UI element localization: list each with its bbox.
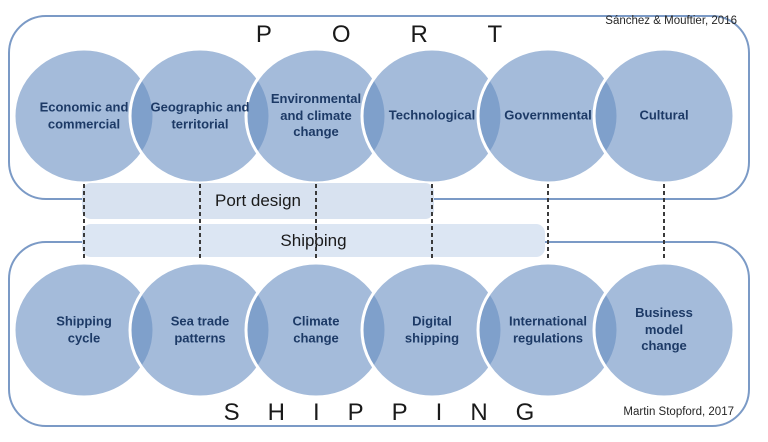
port-citation: Sánchez & Mouftier, 2016 — [605, 15, 737, 27]
dashed-connector-3 — [315, 184, 317, 260]
circle-cultural — [592, 47, 736, 185]
shipping-title: SHIPPING — [223, 399, 563, 426]
circle-label-governmental: Governmental — [504, 107, 592, 123]
circle-label-shipping-cycle: Shipping cycle — [56, 313, 112, 345]
circle-label-climate-change: Climate change — [292, 313, 340, 345]
port-title: PORT — [255, 21, 563, 48]
dashed-connector-6 — [663, 184, 665, 260]
dashed-connector-4 — [431, 184, 433, 260]
circle-label-environmental-climate: Environmental and climate change — [270, 91, 362, 140]
shipping-band: Shipping — [82, 224, 545, 257]
circle-label-geographic-territorial: Geographic and territorial — [150, 99, 250, 131]
dashed-connector-5 — [547, 184, 549, 260]
circle-label-digital-shipping: Digital shipping — [404, 313, 460, 345]
circle-label-business-model-change: Business model change — [635, 305, 693, 354]
circle-label-cultural: Cultural — [639, 107, 689, 123]
circle-label-economic-commercial: Economic and commercial — [39, 99, 129, 131]
circle-label-sea-trade-patterns: Sea trade patterns — [170, 313, 230, 345]
circle-business-model-change — [592, 261, 736, 399]
shipping-citation: Martin Stopford, 2017 — [623, 406, 734, 418]
circle-label-technological: Technological — [388, 107, 476, 123]
port-design-band: Port design — [82, 183, 434, 219]
dashed-connector-1 — [83, 184, 85, 260]
circle-label-international-regulations: International regulations — [508, 313, 587, 345]
dashed-connector-2 — [199, 184, 201, 260]
